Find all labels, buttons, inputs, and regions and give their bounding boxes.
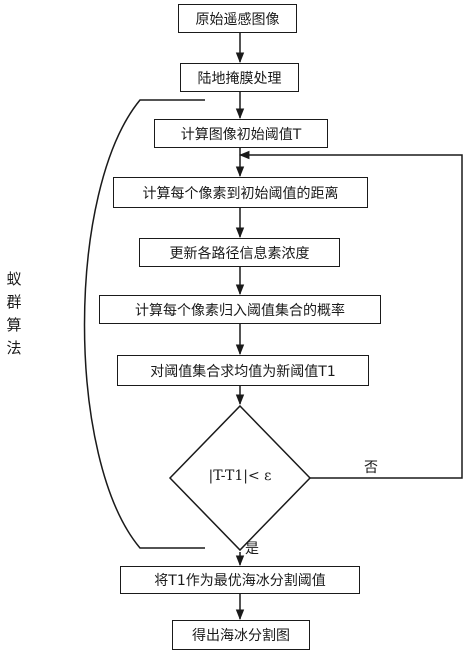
step-land-mask: 陆地掩膜处理 [180, 63, 299, 92]
loop-back-connector [238, 150, 463, 479]
step-initial-threshold-label: 计算图像初始阈值T [180, 126, 302, 143]
step-optimal-threshold: 将T1作为最优海冰分割阈值 [120, 566, 360, 594]
step-original-image-label: 原始遥感图像 [195, 11, 280, 28]
step-probability-label: 计算每个像素归入阈值集合的概率 [135, 302, 345, 319]
step-probability: 计算每个像素归入阈值集合的概率 [99, 295, 381, 324]
step-new-threshold: 对阈值集合求均值为新阈值T1 [117, 355, 369, 386]
step-pixel-distance-label: 计算每个像素到初始阈值的距离 [142, 185, 339, 202]
step-result-map-label: 得出海冰分割图 [192, 628, 290, 644]
step-initial-threshold: 计算图像初始阈值T [154, 119, 328, 148]
step-pixel-distance: 计算每个像素到初始阈值的距离 [113, 177, 368, 208]
step-optimal-threshold-label: 将T1作为最优海冰分割阈值 [154, 573, 326, 589]
branch-yes-label: 是 [245, 541, 259, 557]
ant-colony-algorithm-label: 蚁群算法 [6, 270, 22, 357]
step-new-threshold-label: 对阈值集合求均值为新阈值T1 [150, 363, 336, 380]
decision-condition: |T-T1|< ε [208, 468, 272, 484]
branch-no-label: 否 [364, 460, 378, 476]
step-update-pheromone-label: 更新各路径信息素浓度 [169, 245, 310, 262]
step-original-image: 原始遥感图像 [178, 4, 297, 33]
step-land-mask-label: 陆地掩膜处理 [197, 70, 282, 87]
step-result-map: 得出海冰分割图 [172, 620, 310, 650]
ant-colony-bracket [83, 99, 205, 549]
decision-diamond [168, 404, 312, 552]
step-update-pheromone: 更新各路径信息素浓度 [139, 238, 340, 267]
